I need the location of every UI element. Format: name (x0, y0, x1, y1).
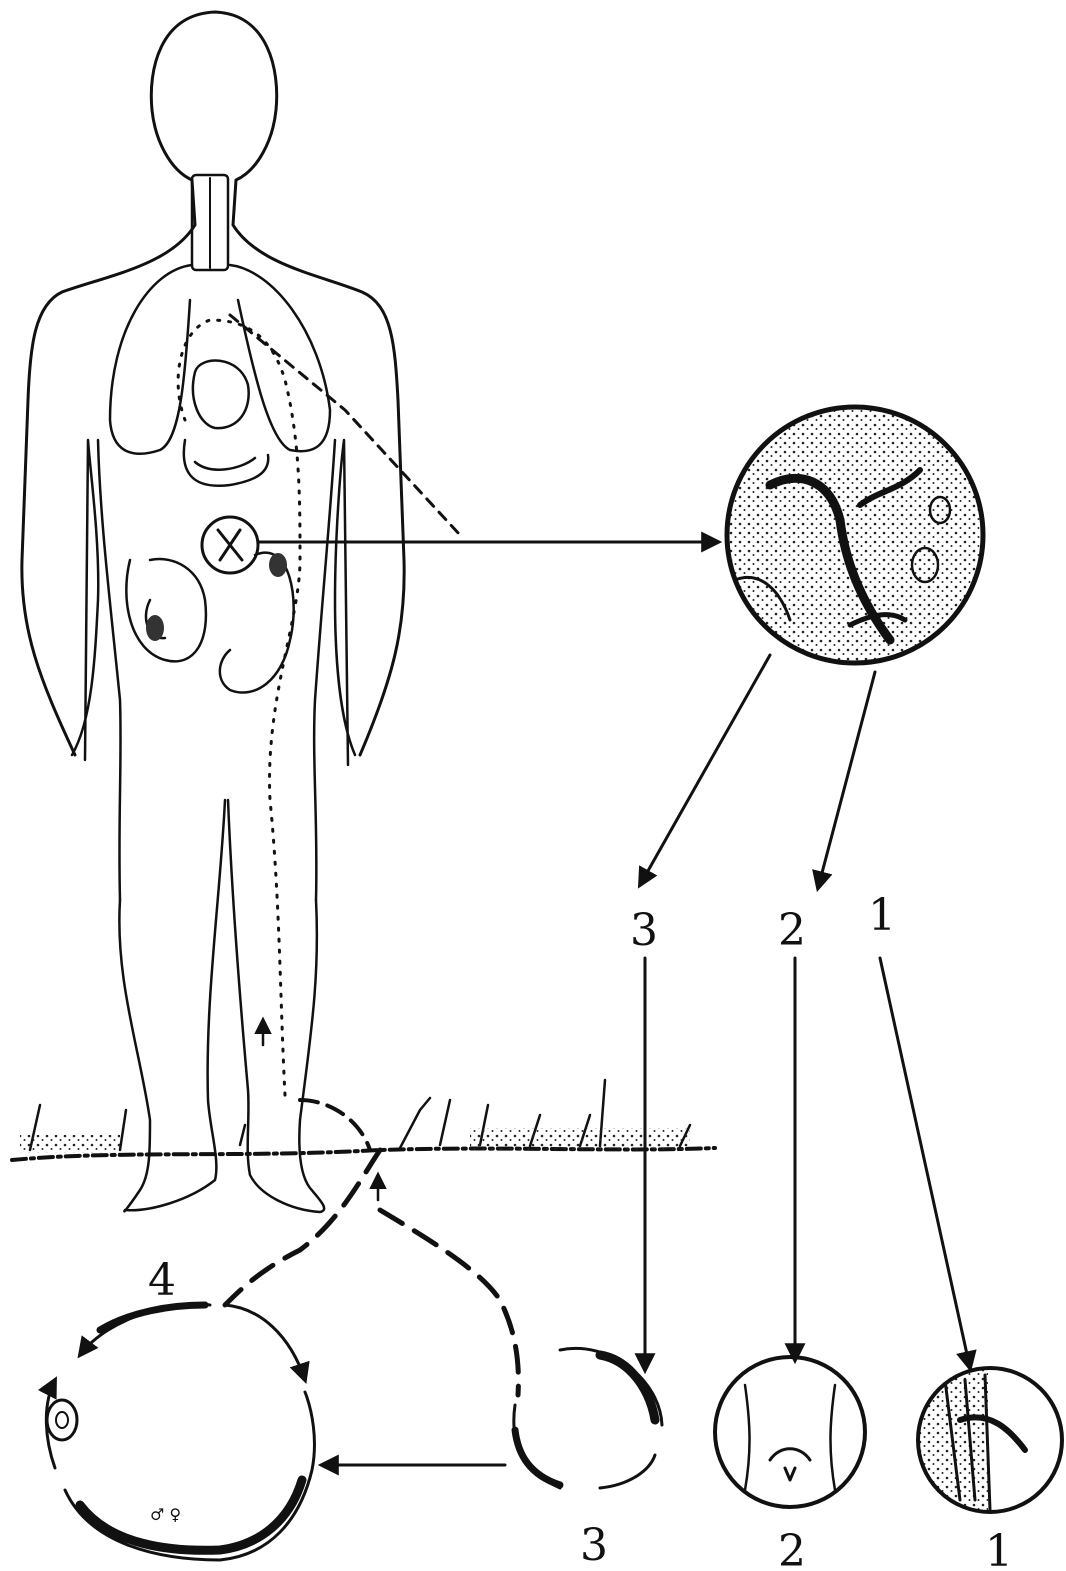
label-stage-4: 4 (148, 1255, 176, 1306)
circle-4-adult-cycle: ♂ ♀ (46, 1304, 314, 1560)
arrow-1-down (880, 958, 970, 1368)
label-path-2: 2 (778, 905, 806, 956)
circle-3-larva-cycle (514, 1348, 662, 1488)
circle-2-perianal (715, 1357, 865, 1507)
circle-1-tissue (918, 1368, 1062, 1512)
label-bottom-3: 3 (580, 1520, 608, 1571)
path-skin-entry (300, 1100, 370, 1150)
label-path-1: 1 (868, 890, 896, 941)
svg-text:♂ ♀: ♂ ♀ (150, 1505, 181, 1524)
ground-soil (12, 1080, 715, 1160)
label-bottom-2: 2 (778, 1526, 806, 1571)
label-path-3: 3 (630, 905, 658, 956)
label-bottom-1: 1 (985, 1526, 1013, 1571)
path-ground-to-3 (380, 1210, 518, 1395)
arrow-to-3 (640, 655, 770, 885)
intestine-magnified-view (727, 407, 983, 663)
arrow-to-2 (818, 672, 875, 888)
human-figure (22, 12, 460, 1212)
